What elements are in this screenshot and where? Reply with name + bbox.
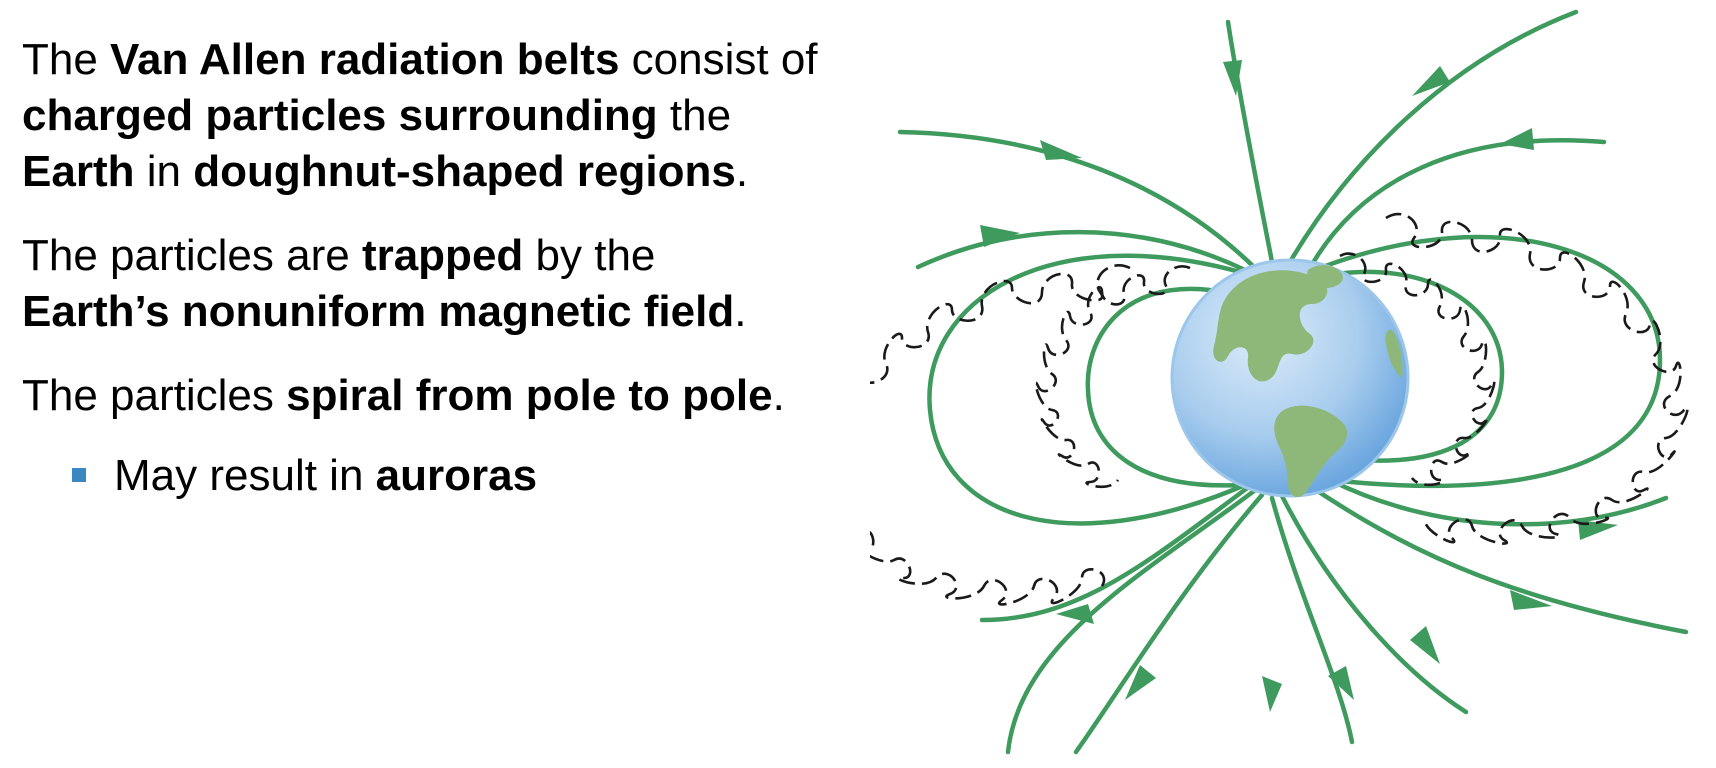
field-line	[1279, 493, 1469, 715]
land-africa-edge	[1385, 329, 1403, 378]
bold-run: Van Allen radiation belts	[110, 35, 620, 84]
van-allen-belts-diagram	[870, 9, 1689, 755]
paragraph-trapped-particles: The particles are trapped by the Earth’s…	[22, 228, 852, 340]
field-line	[915, 229, 1248, 273]
field-line	[1307, 483, 1689, 635]
inner-belt-left	[1085, 286, 1243, 488]
field-line	[897, 129, 1258, 271]
field-line-arrow-icon	[1125, 665, 1156, 700]
field-line-arrow-icon	[1578, 520, 1618, 540]
field-line	[1005, 485, 1261, 755]
outer-belt-left	[927, 253, 1248, 526]
field-line	[1225, 19, 1275, 265]
field-line-arrow-icon	[1040, 140, 1082, 160]
field-line-arrow-icon	[1262, 676, 1282, 712]
text-run: The particles are	[22, 231, 362, 280]
field-line	[1307, 137, 1607, 271]
text-run: .	[735, 147, 749, 196]
field-line-arrow-icon	[1328, 666, 1354, 700]
bold-run: Earth	[22, 147, 135, 196]
field-line	[1287, 9, 1579, 265]
field-line-arrow-icon	[1056, 604, 1094, 624]
text-run: by the	[523, 231, 656, 280]
bold-run: auroras	[375, 451, 538, 500]
outer-belt-right	[1317, 234, 1663, 489]
land-south-america	[1274, 405, 1348, 498]
field-line-arrow-icon	[1500, 128, 1534, 150]
field-line-arrow-icon	[1510, 590, 1552, 610]
bold-run: Earth’s nonuniform magnetic field	[22, 287, 735, 336]
field-line-arrow-icon	[1412, 66, 1450, 96]
paragraph-van-allen-belts: The Van Allen radiation belts consist of…	[22, 32, 852, 200]
field-line	[1327, 477, 1669, 527]
bold-run: doughnut-shaped regions	[193, 147, 736, 196]
spiral-path-outer-left	[870, 264, 1131, 606]
field-line-arrows	[980, 60, 1618, 712]
bold-run: trapped	[361, 231, 524, 280]
text-run: .	[734, 287, 747, 336]
spiral-path-outer-right	[1385, 212, 1689, 545]
text-run: May result in	[114, 451, 376, 500]
field-line-arrow-icon	[1223, 60, 1242, 96]
bullet-auroras: May result in auroras	[22, 448, 852, 504]
field-line-arrow-icon	[980, 225, 1020, 247]
text-run: in	[134, 147, 194, 196]
text-run: the	[657, 91, 732, 140]
field-line	[1073, 492, 1265, 755]
field-line	[1269, 495, 1355, 745]
spiral-path-inner-left	[1034, 265, 1191, 489]
magnetic-field-lines	[897, 9, 1689, 755]
land-greenland	[1307, 265, 1343, 288]
land-north-america	[1213, 270, 1328, 382]
text-run: .	[772, 371, 785, 420]
field-line	[979, 483, 1253, 623]
paragraph-spiral: The particles spiral from pole to pole.	[22, 368, 852, 424]
earth-globe-icon	[1170, 258, 1410, 498]
text-run: The particles	[22, 371, 287, 420]
particle-spiral-paths	[870, 212, 1689, 606]
slide-text: The Van Allen radiation belts consist of…	[22, 32, 852, 504]
text-run: The	[22, 35, 111, 84]
bold-run: charged particles surrounding	[22, 91, 658, 140]
bold-run: spiral from pole to pole	[286, 371, 773, 420]
square-bullet-icon	[72, 468, 86, 482]
text-run: consist of	[619, 35, 818, 84]
field-line-arrow-icon	[1410, 626, 1440, 664]
